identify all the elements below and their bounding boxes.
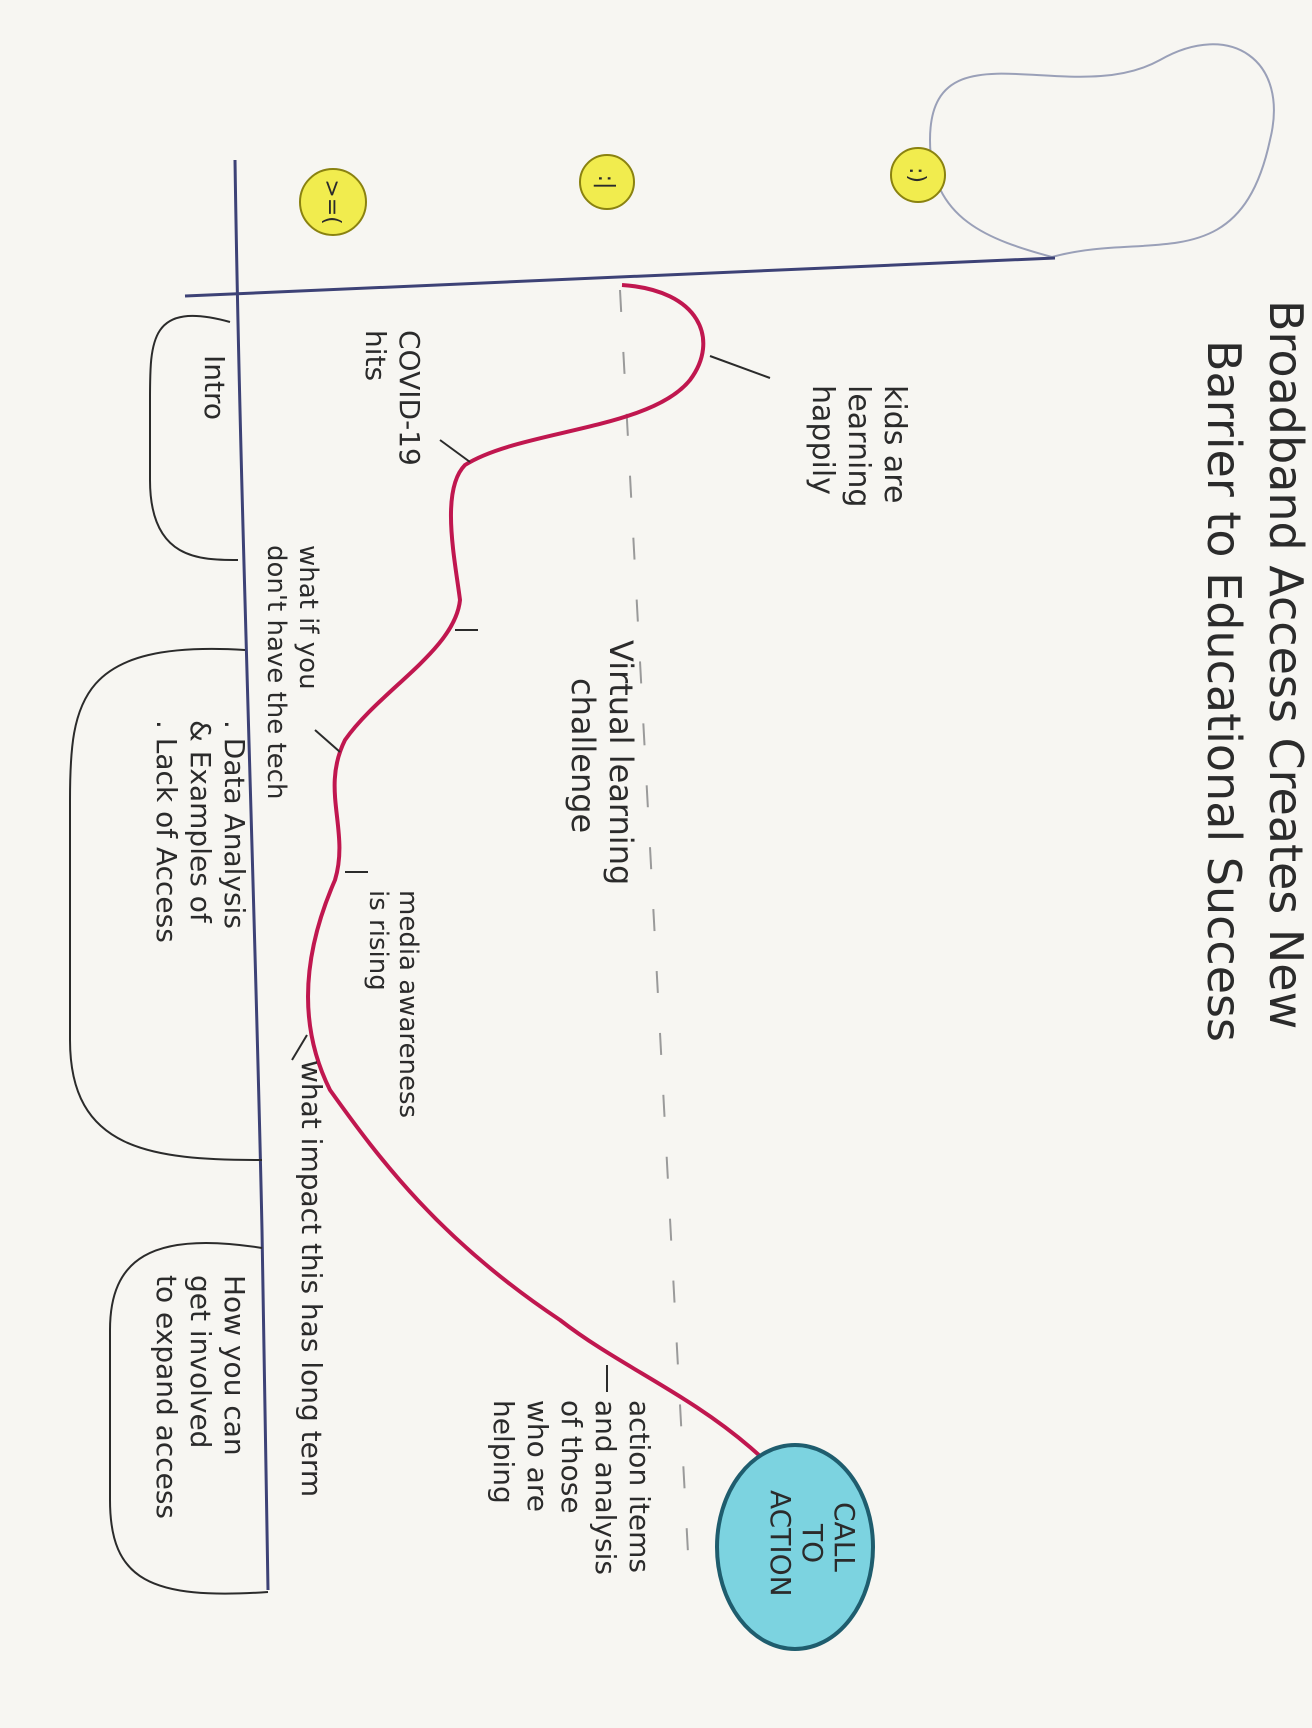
sad-face-icon: >=( [299,168,367,236]
story-line [306,283,847,1571]
svg-text:Intro: Intro [198,355,231,420]
svg-text:COVID-19: COVID-19 [393,330,426,466]
event-covid: COVID-19 hits [359,330,426,466]
section-intro-label: Intro [198,355,231,420]
svg-text:>=(: >=( [319,179,344,224]
analysis-section-bracket [69,647,263,1161]
event-what-if: what if you don't have the tech [261,545,323,799]
event-kids-learning: kids are learning happily [805,385,912,507]
connector [291,1034,308,1061]
connector [314,729,341,753]
svg-text:who are: who are [521,1400,554,1512]
connector [709,355,771,379]
svg-text:ACTION: ACTION [764,1490,797,1597]
svg-text:. Lack of Access: . Lack of Access [150,720,183,943]
svg-text:challenge: challenge [564,678,602,833]
svg-text:learning: learning [841,385,876,507]
timeline-axis [233,159,270,1591]
svg-text:of those: of those [555,1400,588,1514]
svg-text:Virtual learning: Virtual learning [602,640,640,885]
neutral-face-icon: :| [579,154,635,210]
svg-text:media awareness: media awareness [393,890,423,1118]
svg-text:How you can: How you can [218,1275,251,1456]
section-involvement-label: How you can get involved to expand acces… [150,1275,251,1519]
svg-text:. Data Analysis: . Data Analysis [218,720,251,929]
svg-text:TO: TO [796,1523,829,1563]
svg-text:Broadband Access Creates New: Broadband Access Creates New [1259,300,1312,1029]
svg-text:Barrier to Educational Success: Barrier to Educational Success [1197,340,1251,1042]
svg-text:what if you: what if you [293,545,323,690]
call-to-action-badge: CALL TO ACTION [715,1443,875,1651]
diagram-title: Broadband Access Creates New Barrier to … [1197,300,1312,1042]
svg-text:hits: hits [359,330,392,381]
mood-axis [184,256,1056,298]
svg-text:CALL: CALL [828,1502,861,1572]
svg-text:and analysis: and analysis [589,1400,622,1575]
involvement-section-bracket [109,1241,269,1595]
happy-face-icon: :) [890,147,946,203]
event-virtual-learning: Virtual learning challenge [564,640,640,885]
decorative-loop [928,43,1275,258]
svg-text:get involved: get involved [184,1275,217,1448]
svg-text:don't have the tech: don't have the tech [261,545,291,799]
svg-text:happily: happily [805,385,840,495]
svg-text:to expand access: to expand access [150,1275,183,1519]
svg-text:helping: helping [487,1400,520,1504]
event-long-term-impact: what impact this has long term [295,1060,328,1497]
svg-text::|: :| [593,175,618,190]
svg-text:is rising: is rising [363,890,393,991]
section-analysis-label: . Data Analysis & Examples of . Lack of … [150,720,251,943]
event-action-items: action items and analysis of those who a… [487,1400,656,1575]
svg-text:action items: action items [623,1400,656,1573]
intro-section-bracket [149,314,239,561]
svg-text::): :) [904,167,929,183]
svg-text:what impact this has long term: what impact this has long term [295,1060,328,1497]
event-media-awareness: media awareness is rising [363,890,423,1118]
svg-text:kids are: kids are [877,385,912,503]
connector [439,439,471,463]
svg-text:& Examples of: & Examples of [184,720,217,924]
